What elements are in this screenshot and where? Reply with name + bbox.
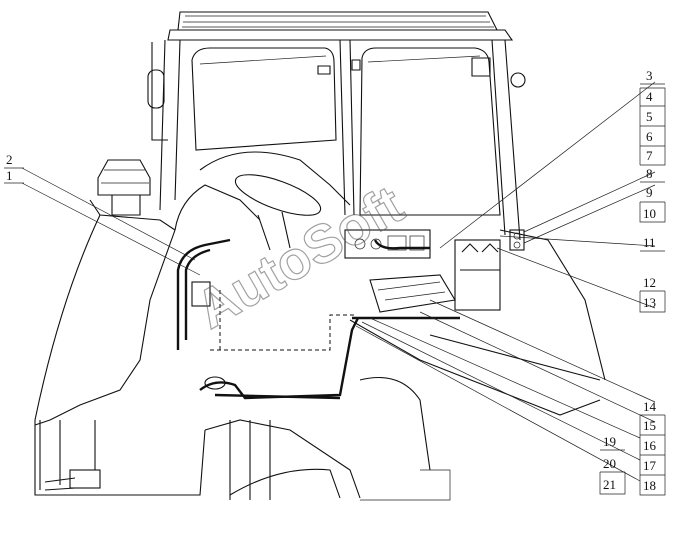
leader-lines (21, 81, 656, 482)
air-intake (97, 159, 151, 216)
watermark-text: AutoSoft (186, 174, 413, 340)
tractor-body (34, 151, 606, 471)
wiring-harness (176, 238, 460, 400)
callout-1: 1 (6, 168, 13, 183)
callout-7: 7 (646, 148, 653, 163)
cab-roof (167, 11, 514, 41)
callout-10: 10 (643, 206, 656, 221)
lower-frame (34, 419, 451, 501)
callout-6: 6 (646, 129, 653, 144)
callout-3: 3 (646, 68, 653, 83)
floor-box (210, 229, 525, 351)
cab-frame (147, 39, 526, 241)
callout-16: 16 (643, 438, 657, 453)
callout-21: 21 (603, 477, 616, 492)
callout-4: 4 (646, 89, 653, 104)
callout-13: 13 (643, 295, 656, 310)
callout-12: 12 (643, 275, 656, 290)
callout-8: 8 (646, 166, 653, 181)
callout-20: 20 (603, 456, 616, 471)
callout-14: 14 (643, 399, 657, 414)
callout-15: 15 (643, 418, 656, 433)
callout-18: 18 (643, 478, 656, 493)
callout-19: 19 (603, 434, 616, 449)
instrument-panel (344, 229, 431, 259)
callout-17: 17 (643, 458, 657, 473)
callout-2: 2 (6, 152, 13, 167)
callout-11: 11 (643, 235, 656, 250)
callouts: 2 1 3 4 5 6 7 8 9 10 11 12 13 14 15 16 1… (4, 68, 666, 496)
callout-5: 5 (646, 109, 653, 124)
callout-9: 9 (646, 185, 653, 200)
